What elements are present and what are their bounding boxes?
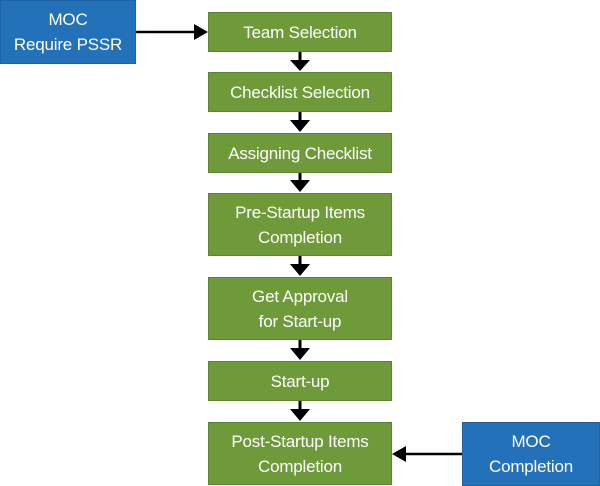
arrow-team-to-checklist-selection: [290, 52, 310, 71]
arrow-pre-startup-to-approval: [290, 256, 310, 276]
step-assigning-checklist: Assigning Checklist: [208, 133, 392, 173]
step-get-approval-for-start-up: Get Approval for Start-up: [208, 277, 392, 340]
step-start-up: Start-up: [208, 361, 392, 401]
moc-require-pssr-box: MOC Require PSSR: [0, 0, 136, 64]
arrow-start-up-to-post-startup: [290, 401, 310, 421]
step-checklist-selection: Checklist Selection: [208, 72, 392, 112]
arrow-assigning-to-pre-startup: [290, 173, 310, 192]
arrow-moc-completion-to-post-startup: [392, 446, 462, 462]
moc-completion-box: MOC Completion: [462, 422, 600, 486]
step-team-selection: Team Selection: [208, 12, 392, 52]
arrow-approval-to-start-up: [290, 340, 310, 360]
step-post-startup-items-completion: Post-Startup Items Completion: [208, 422, 392, 485]
arrow-moc-to-team-selection: [136, 24, 208, 40]
arrow-checklist-to-assigning: [290, 112, 310, 132]
step-pre-startup-items-completion: Pre-Startup Items Completion: [208, 193, 392, 256]
